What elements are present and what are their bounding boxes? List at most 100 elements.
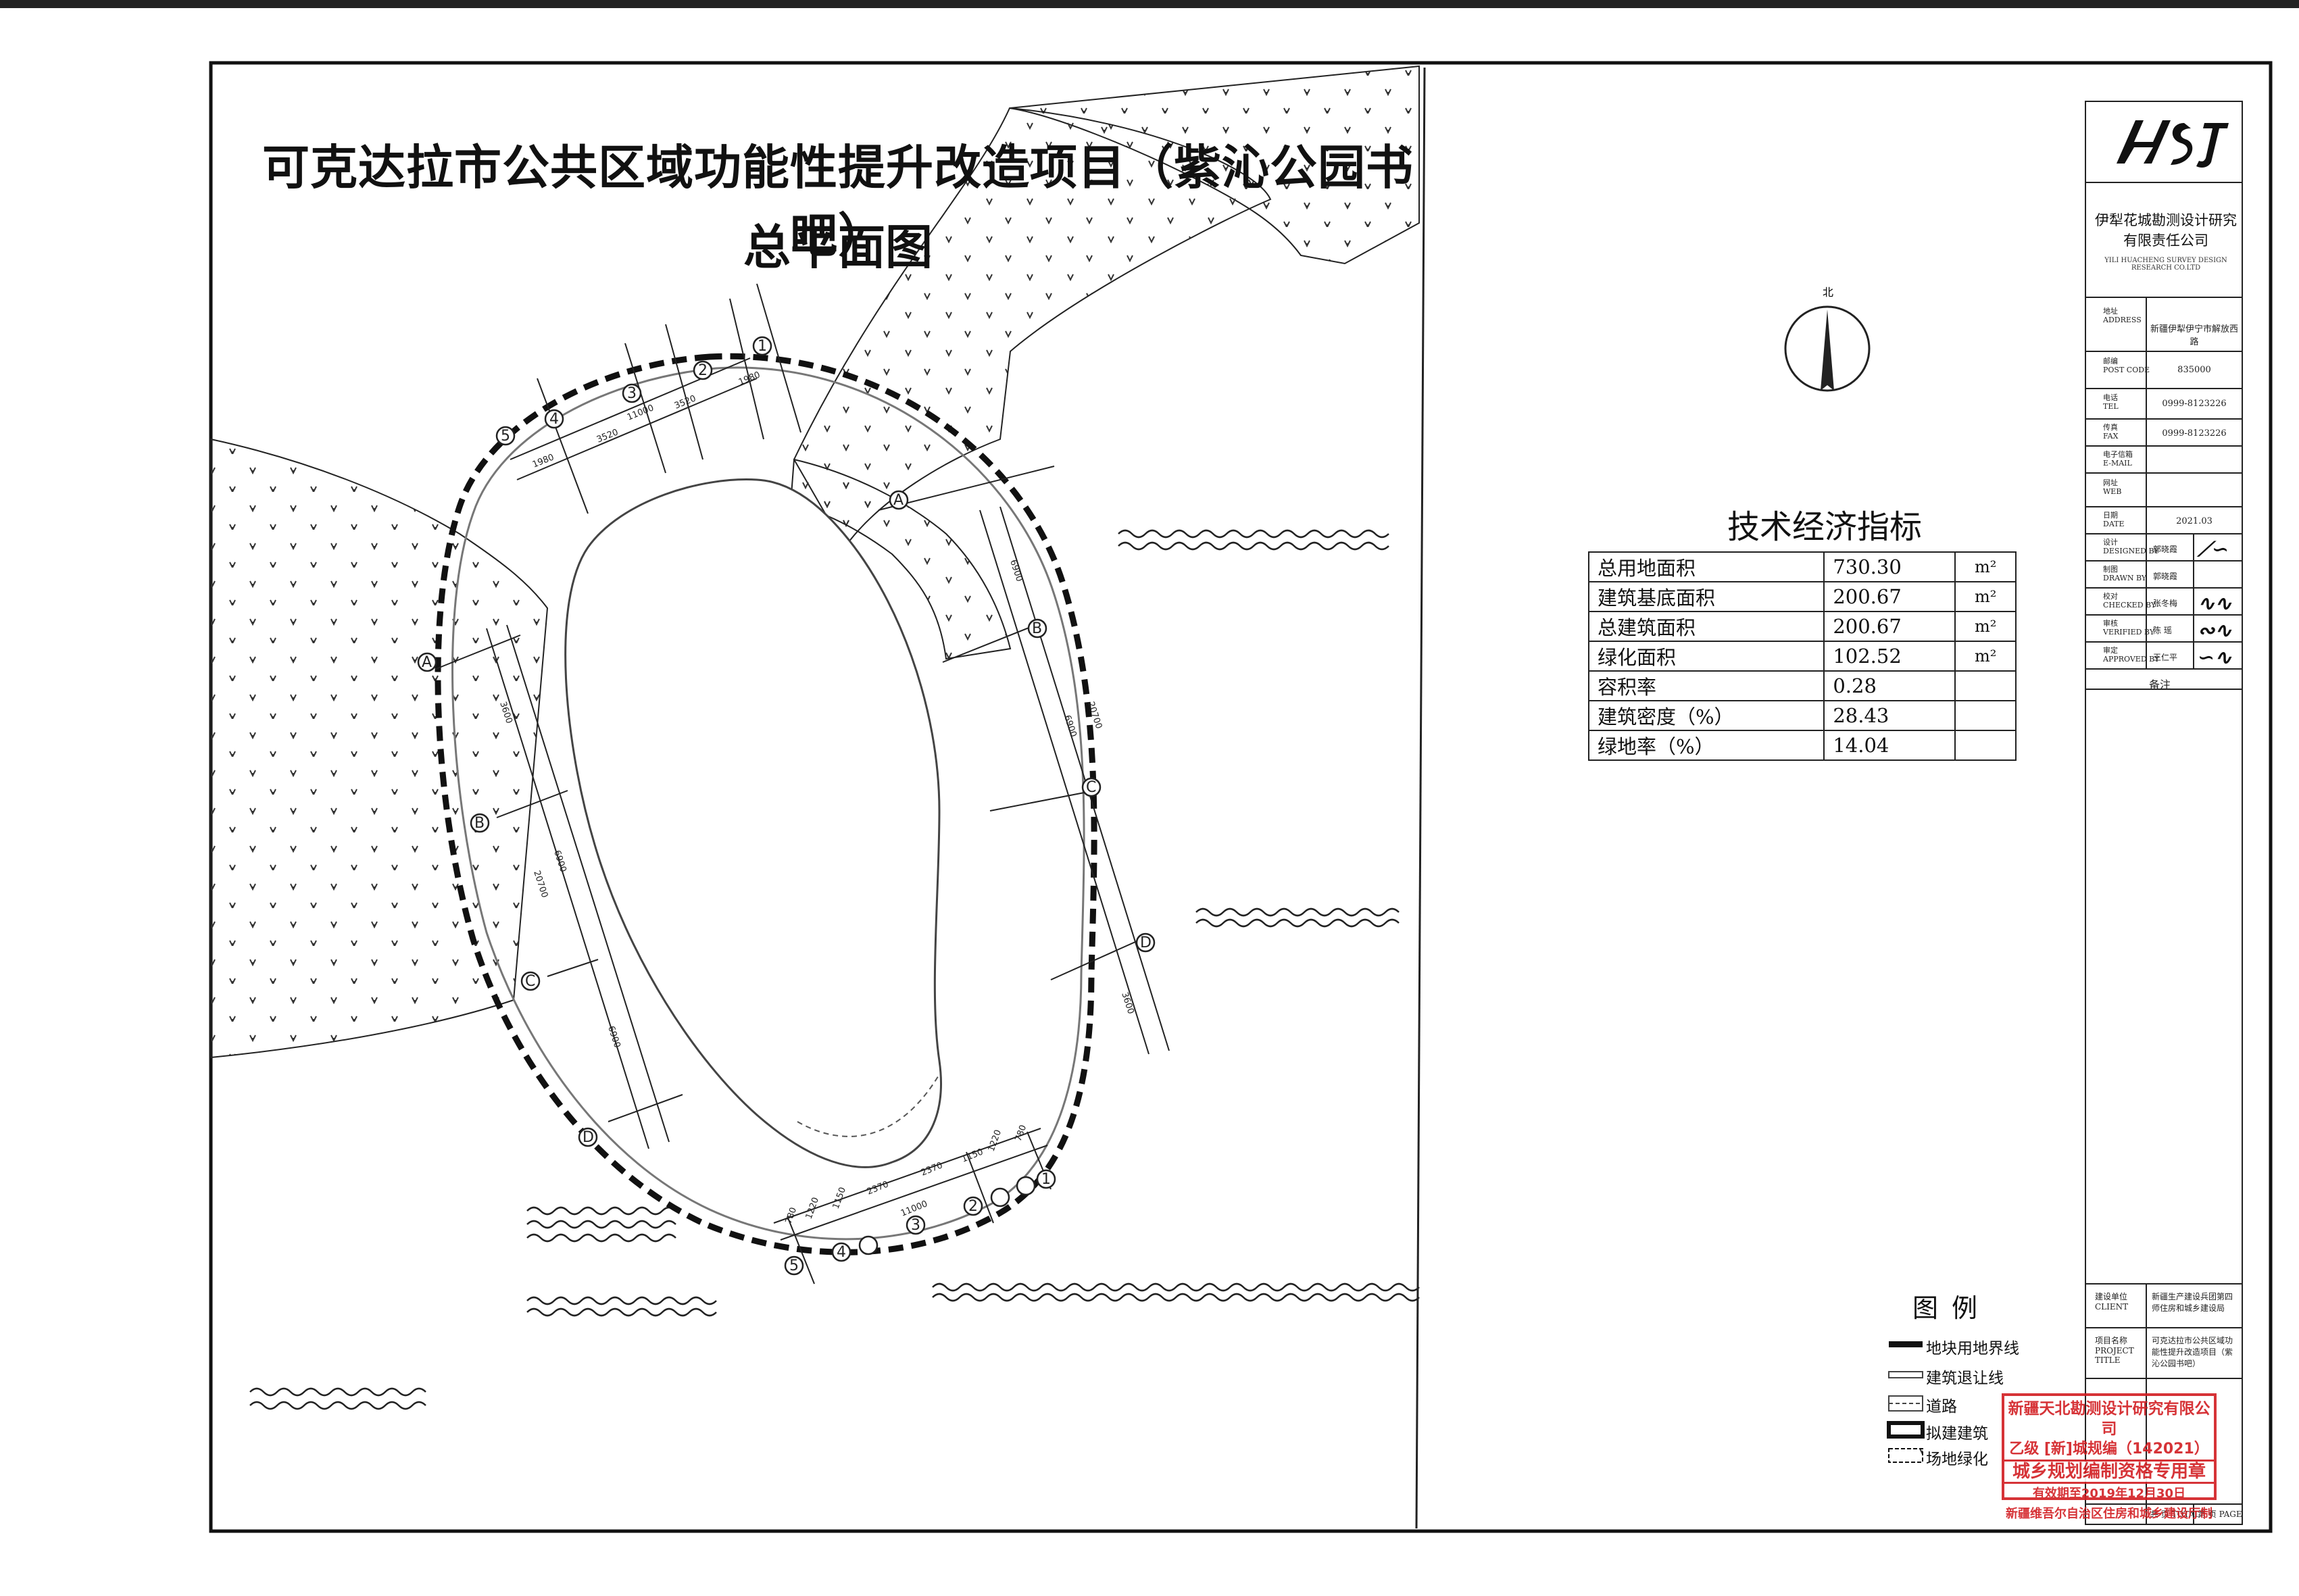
row-label: 建筑基底面积 xyxy=(1587,581,1825,612)
client-label: 建设单位 CLIENT xyxy=(2095,1292,2129,1312)
dim-right-1: 6900 xyxy=(1008,559,1024,583)
row-unit: m² xyxy=(1954,551,2017,582)
field-fax-value: 0999-8123226 xyxy=(2162,428,2227,439)
stamp-purpose: 城乡规划编制资格专用章 xyxy=(2004,1460,2214,1484)
role-designer-name: 郭晓霞 xyxy=(2153,545,2178,554)
row-label: 总建筑面积 xyxy=(1587,611,1825,642)
dim-bottom-1: 780 xyxy=(784,1206,799,1225)
legend-item-setback-line: 建筑退让线 xyxy=(1926,1370,2004,1387)
water-symbols xyxy=(249,529,1420,1410)
axis-label-4-top: 4 xyxy=(549,411,559,428)
axis-label-a-left: A xyxy=(422,654,432,671)
dim-bottom-5: 2370 xyxy=(920,1160,944,1178)
table-row: 建筑基底面积 200.67 m² xyxy=(1587,581,2017,612)
row-value: 0.28 xyxy=(1823,670,1956,701)
north-arrow xyxy=(1784,305,1871,392)
row-value: 14.04 xyxy=(1823,730,1956,761)
table-row: 绿化面积 102.52 m² xyxy=(1587,641,2017,672)
company-name-line2: 有限责任公司 xyxy=(2123,232,2208,249)
legend-item-proposed-building: 拟建建筑 xyxy=(1926,1425,1988,1443)
axis-label-2-bottom: 2 xyxy=(968,1198,978,1215)
legend-item-greening: 场地绿化 xyxy=(1926,1451,1988,1468)
dim-bottom-2: 1220 xyxy=(804,1196,821,1220)
row-unit xyxy=(1954,670,2017,701)
signature-approver: ∽∿ xyxy=(2198,646,2232,670)
row-unit xyxy=(1954,700,2017,731)
row-unit xyxy=(1954,730,2017,761)
axis-label-5-bottom: 5 xyxy=(789,1257,799,1274)
north-label: 北 xyxy=(1823,286,1833,299)
role-verifier-name: 陈 瑶 xyxy=(2153,626,2172,635)
dim-left-3: 6900 xyxy=(605,1025,622,1049)
stamp-issuer: 新疆维吾尔自治区住房和城乡建设厅制 xyxy=(2006,1507,2213,1521)
axis-label-b-left: B xyxy=(474,815,485,832)
tech-table-title: 技术经济指标 xyxy=(1727,508,1922,546)
row-label: 绿化面积 xyxy=(1587,641,1825,672)
signature-verifier: ∾∿ xyxy=(2198,619,2232,643)
axis-label-b-right: B xyxy=(1032,620,1042,637)
role-approver-name: 王仁平 xyxy=(2153,653,2178,662)
row-unit: m² xyxy=(1954,641,2017,672)
qualification-stamp: 新疆天北勘测设计研究有限公司 乙级 [新]城规编（142021） 城乡规划编制资… xyxy=(2002,1393,2217,1521)
axis-label-d-right: D xyxy=(1140,934,1152,951)
axis-label-c-right: C xyxy=(1086,779,1096,796)
table-row: 绿地率（%） 14.04 xyxy=(1587,730,2017,761)
page-number: 第 页 PAGE xyxy=(2198,1510,2242,1519)
axis-label-3-top: 3 xyxy=(627,385,637,402)
row-label: 建筑密度（%） xyxy=(1587,700,1825,731)
dim-left-total: 20700 xyxy=(531,870,549,899)
axis-label-1-top: 1 xyxy=(758,338,767,355)
dim-left-2: 6900 xyxy=(551,849,568,874)
stamp-validity: 有效期至2019年12月30日 xyxy=(2032,1487,2186,1501)
dim-bottom-7: 1220 xyxy=(987,1128,1004,1153)
table-row: 容积率 0.28 xyxy=(1587,670,2017,701)
stamp-grade: 乙级 [新]城规编（142021） xyxy=(2009,1441,2209,1457)
top-edge-bar xyxy=(0,0,2299,8)
row-value: 28.43 xyxy=(1823,700,1956,731)
dim-right-2: 6900 xyxy=(1062,714,1078,739)
legend-symbols xyxy=(1887,1341,1925,1463)
project-value: 可克达拉市公共区域功能性提升改造项目（紫沁公园书吧） xyxy=(2152,1336,2233,1368)
axis-label-c-left: C xyxy=(525,973,535,990)
dim-right-3: 3600 xyxy=(1119,991,1135,1016)
signature-checker: ∿∿ xyxy=(2198,592,2232,616)
axis-label-3-bottom: 3 xyxy=(911,1217,920,1234)
right-dimension-chain xyxy=(878,466,1170,1055)
row-value: 200.67 xyxy=(1823,581,1956,612)
row-value: 730.30 xyxy=(1823,551,1956,582)
proposed-building-boundary xyxy=(435,353,1097,1255)
company-name-line1: 伊犁花城勘测设计研究 xyxy=(2095,212,2237,228)
dim-bottom-6: 1150 xyxy=(960,1147,985,1164)
field-address-value: 新疆伊犁伊宁市解放西路 xyxy=(2150,324,2238,347)
axis-label-5-top: 5 xyxy=(501,428,510,445)
client-value: 新疆生产建设兵团第四师住房和城乡建设局 xyxy=(2152,1292,2233,1313)
legend-item-road: 道路 xyxy=(1926,1398,1957,1416)
table-row: 总用地面积 730.30 m² xyxy=(1587,551,2017,582)
axis-label-d-left: D xyxy=(583,1129,594,1146)
remark-label: 备注 xyxy=(2149,678,2171,691)
field-tel-value: 0999-8123226 xyxy=(2162,399,2227,409)
left-dimension-chain xyxy=(435,624,683,1149)
dim-top-2: 3520 xyxy=(595,427,620,445)
legend-item-plot-boundary: 地块用地界线 xyxy=(1926,1340,2019,1357)
dim-bottom-4: 2370 xyxy=(866,1179,890,1197)
signature-designer: ⟋∽ xyxy=(2198,538,2229,562)
table-row: 总建筑面积 200.67 m² xyxy=(1587,611,2017,642)
axis-label-2-top: 2 xyxy=(698,362,708,379)
axis-label-4-bottom: 4 xyxy=(837,1244,846,1261)
axis-bubbles xyxy=(417,336,1156,1276)
dim-top-4: 1980 xyxy=(737,370,762,387)
row-label: 容积率 xyxy=(1587,670,1825,701)
company-name-en: YILI HUACHENG SURVEY DESIGN RESEARCH CO.… xyxy=(2104,257,2227,272)
row-value: 200.67 xyxy=(1823,611,1956,642)
